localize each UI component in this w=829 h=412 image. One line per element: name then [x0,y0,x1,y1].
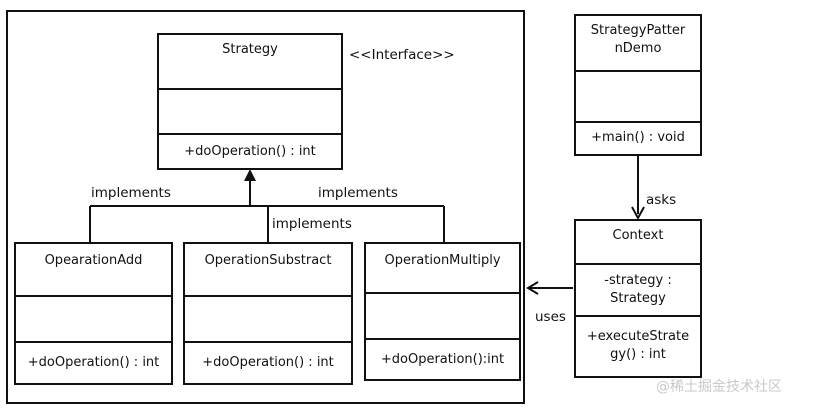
watermark: @稀土掘金技术社区 [656,379,782,395]
class-name-section: StrategyPatter nDemo [576,16,700,72]
methods-section: +executeStrate gy() : int [576,315,700,376]
diagram-frame [6,10,525,404]
uses-label: uses [535,309,566,325]
method-text: +doOperation():int [380,351,505,367]
attributes-section [576,72,700,123]
methods-section: +doOperation() : int [185,341,351,385]
class-context: Context -strategy : Strategy +executeStr… [574,219,702,378]
class-name-section: Strategy [159,35,341,90]
class-strategy-pattern-demo: StrategyPatter nDemo +main() : void [574,14,702,156]
class-name-section: OperationMultiply [366,244,519,294]
class-operation-substract: OperationSubstract +doOperation() : int [183,242,353,385]
attributes-section: -strategy : Strategy [576,265,700,317]
class-operation-add: OpearationAdd +doOperation() : int [14,242,173,385]
methods-section: +doOperation() : int [16,341,171,385]
class-name: OperationMultiply [384,253,501,268]
class-name-section: OperationSubstract [185,244,351,297]
attributes-section [366,294,519,340]
attributes-section [16,297,171,343]
methods-section: +doOperation() : int [159,133,341,170]
class-operation-multiply: OperationMultiply +doOperation():int [364,242,521,381]
method-text: +doOperation() : int [202,355,334,370]
class-name: Strategy [222,42,278,57]
method-text: +doOperation() : int [27,355,160,370]
class-name-section: OpearationAdd [16,244,171,297]
attributes-section [185,297,351,343]
methods-section: +main() : void [576,121,700,154]
method-text: +main() : void [591,129,685,145]
asks-arrowhead [631,206,645,221]
implements-label-right: implements [318,185,398,201]
attributes-section [159,90,341,135]
methods-section: +doOperation():int [366,338,519,381]
method-text: +doOperation() : int [184,143,316,159]
implements-label-left: implements [91,185,171,201]
class-name: StrategyPatter nDemo [590,23,686,56]
class-name: OperationSubstract [204,253,332,268]
class-name-section: Context [576,221,700,265]
attribute-text: -strategy : Strategy [604,273,672,306]
uses-arrowhead [526,281,539,295]
class-name: Context [612,228,664,243]
class-strategy: Strategy +doOperation() : int [157,33,343,170]
implements-arrowhead [244,169,256,181]
class-name: OpearationAdd [44,253,143,268]
method-text: +executeStrate gy() : int [586,328,690,362]
stereotype-label: <<Interface>> [349,47,455,63]
asks-label: asks [646,192,677,208]
implements-label-middle: implements [272,216,352,232]
